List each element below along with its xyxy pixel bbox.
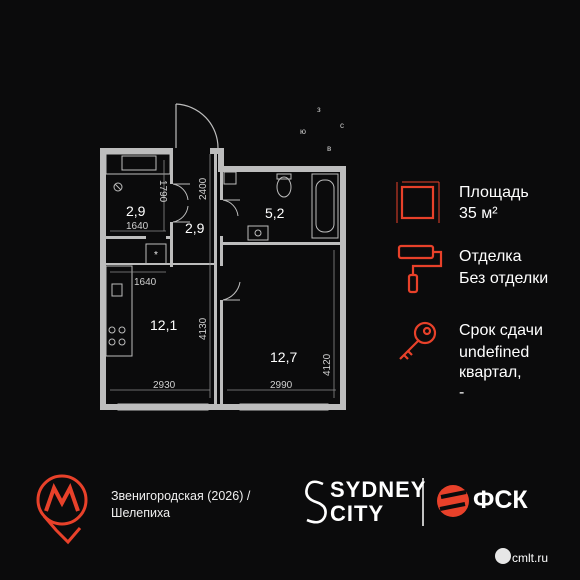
deadline-line2: квартал, bbox=[459, 364, 522, 381]
svg-text:с: с bbox=[340, 121, 344, 130]
finish-value: Без отделки bbox=[459, 270, 549, 287]
area-bath-small: 2,9 bbox=[126, 203, 146, 219]
deadline-line1: undefined bbox=[459, 344, 530, 361]
area-kitchen: 12,1 bbox=[150, 317, 177, 333]
dim-4120: 4120 bbox=[322, 353, 333, 376]
area-room: 12,7 bbox=[270, 349, 297, 365]
key-icon bbox=[399, 321, 437, 360]
area-bathroom: 5,2 bbox=[265, 205, 285, 221]
area-title: Площадь bbox=[459, 184, 529, 201]
project-line2: CITY bbox=[330, 501, 385, 526]
fixtures bbox=[105, 153, 339, 357]
paint-roller-icon bbox=[397, 244, 443, 294]
developer-name: ФСК bbox=[473, 486, 528, 514]
compass: з с в ю bbox=[300, 105, 344, 153]
dim-1790: 1790 bbox=[157, 180, 168, 203]
metro-station: Звенигородская (2026) / Шелепиха bbox=[111, 488, 250, 522]
watermark-icon bbox=[495, 548, 511, 564]
metro-line2: Шелепиха bbox=[111, 506, 171, 520]
project-name: SYDNEY CITY bbox=[330, 478, 426, 526]
dimension-lines bbox=[110, 154, 336, 398]
dim-1640a: 1640 bbox=[126, 221, 149, 232]
sydney-city-logo-icon bbox=[305, 480, 327, 524]
metro-line1: Звенигородская (2026) / bbox=[111, 489, 251, 503]
dim-2400: 2400 bbox=[198, 177, 209, 200]
deadline-line3: - bbox=[459, 384, 465, 401]
windows bbox=[117, 403, 329, 411]
area-value: 35 м² bbox=[459, 205, 498, 222]
dim-2990: 2990 bbox=[270, 380, 293, 391]
fsk-logo-icon bbox=[437, 485, 469, 517]
entry-door bbox=[175, 103, 219, 149]
watermark: cmlt.ru bbox=[512, 551, 548, 565]
svg-text:ю: ю bbox=[300, 127, 306, 136]
dim-1640b: 1640 bbox=[134, 277, 157, 288]
metro-icon bbox=[36, 474, 88, 545]
dim-4130: 4130 bbox=[198, 317, 209, 340]
interior-doors bbox=[172, 183, 241, 301]
project-line1: SYDNEY bbox=[330, 477, 427, 502]
svg-text:з: з bbox=[317, 105, 321, 114]
fridge-icon: * bbox=[154, 250, 158, 261]
dim-2930: 2930 bbox=[153, 380, 176, 391]
finish-title: Отделка bbox=[459, 248, 522, 265]
area-icon bbox=[396, 181, 440, 223]
deadline-title: Срок сдачи bbox=[459, 322, 543, 339]
area-hall: 2,9 bbox=[185, 220, 205, 236]
svg-text:в: в bbox=[327, 144, 331, 153]
